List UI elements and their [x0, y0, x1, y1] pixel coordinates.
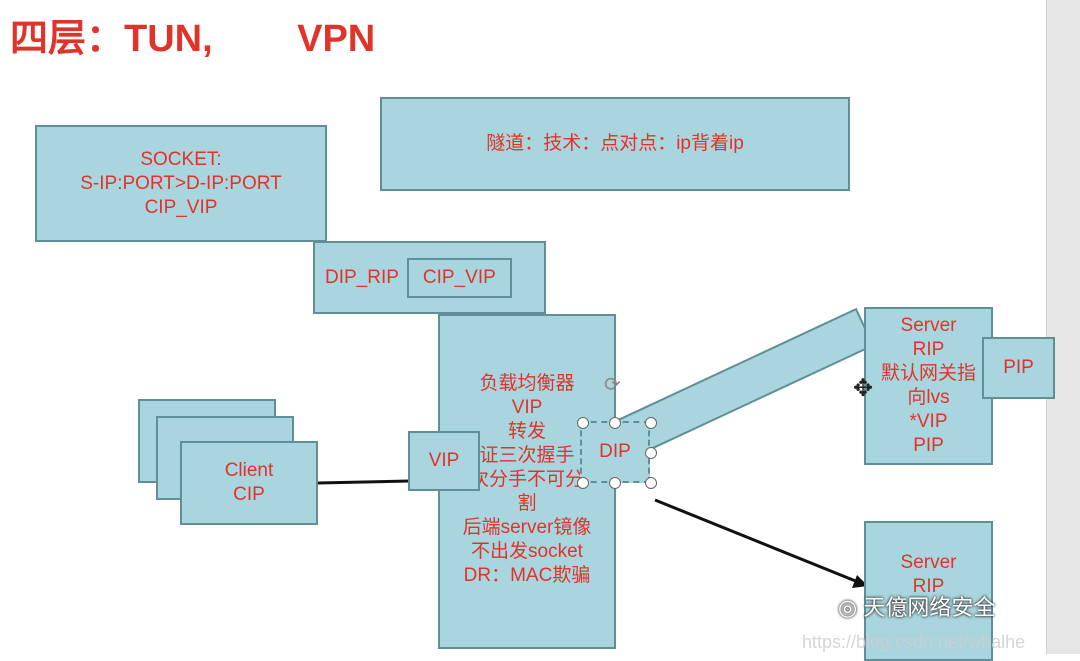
- server1-line: RIP: [912, 339, 945, 360]
- client-line: Client: [224, 460, 274, 481]
- client-box: Client CIP: [180, 441, 318, 525]
- server1-line: *VIP: [909, 411, 948, 432]
- lb-line: 负载均衡器: [479, 373, 575, 394]
- wechat-icon: ◎: [838, 595, 858, 620]
- selection-handle[interactable]: [609, 417, 621, 429]
- lb-line: 后端server镜像: [462, 517, 592, 538]
- move-cursor-icon: ✥: [853, 375, 874, 402]
- server2-line: Server: [900, 552, 957, 573]
- server1-line: 向lvs: [907, 387, 950, 408]
- lb-line: VIP: [511, 397, 543, 418]
- selection-handle[interactable]: [577, 477, 589, 489]
- lb-line: DR：MAC欺骗: [463, 565, 591, 586]
- selection-handle[interactable]: [577, 417, 589, 429]
- packet-box: DIP_RIP CIP_VIP: [313, 241, 546, 314]
- lb-line: 转发: [507, 421, 546, 442]
- vip-label: VIP: [428, 450, 460, 471]
- watermark-text: 天億网络安全: [863, 595, 996, 620]
- server2-box: Server RIP: [864, 521, 993, 661]
- server1-box: Server RIP 默认网关指 向lvs *VIP PIP: [864, 307, 993, 465]
- watermark-logo: ◎ 天億网络安全: [838, 590, 995, 622]
- packet-outer-label: DIP_RIP: [325, 266, 399, 288]
- vip-box: VIP: [408, 431, 480, 491]
- server2-line: RIP: [912, 576, 945, 597]
- socket-line: SOCKET:: [140, 148, 222, 170]
- dip-box[interactable]: DIP: [580, 421, 650, 483]
- pip-label: PIP: [1003, 357, 1034, 378]
- lb-line: 割: [517, 493, 537, 514]
- dip-server2-arrow: [654, 498, 859, 584]
- rotate-handle-icon[interactable]: ⟳: [604, 374, 621, 396]
- tunnel-text: 隧道：技术：点对点：ip背着ip: [486, 133, 744, 154]
- socket-line: CIP_VIP: [144, 196, 218, 218]
- selection-handle[interactable]: [645, 477, 657, 489]
- socket-line: S-IP:PORT>D-IP:PORT: [80, 172, 282, 194]
- dip-label: DIP: [599, 441, 631, 462]
- slide-title: 四层：TUN, VPN: [10, 18, 376, 60]
- pip-box: PIP: [982, 337, 1055, 399]
- packet-inner-label: CIP_VIP: [406, 257, 512, 298]
- client-vip-line: [317, 479, 411, 485]
- lb-line: 证三次握手: [479, 445, 575, 466]
- socket-box: SOCKET: S-IP:PORT>D-IP:PORT CIP_VIP: [35, 125, 327, 242]
- source-url: https://blog.csdn.net/whalhe: [802, 632, 1026, 652]
- server1-line: PIP: [913, 435, 944, 456]
- scrollbar[interactable]: [1046, 0, 1080, 654]
- tunnel-box: 隧道：技术：点对点：ip背着ip: [380, 97, 850, 191]
- server1-line: Server: [900, 315, 957, 336]
- selection-handle[interactable]: [645, 447, 657, 459]
- server1-line: 默认网关指: [880, 363, 976, 384]
- client-line: CIP: [233, 484, 265, 505]
- lb-line: 次分手不可分: [469, 469, 584, 490]
- selection-handle[interactable]: [609, 477, 621, 489]
- lb-line: 不出发socket: [471, 541, 583, 562]
- selection-handle[interactable]: [645, 417, 657, 429]
